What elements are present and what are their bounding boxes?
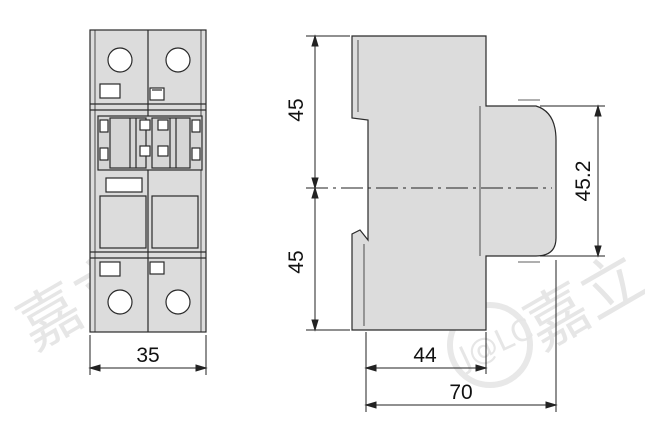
bottom-right-terminal-screw (165, 289, 191, 315)
dim-label-front-face: 45.2 (572, 161, 595, 202)
side-body (351, 35, 557, 331)
upper-left-window (99, 83, 121, 99)
top-right-terminal-screw (165, 47, 191, 73)
top-left-terminal-screw (107, 47, 133, 73)
side-view (351, 35, 557, 331)
lever-indicator (105, 177, 143, 193)
bottom-left-terminal-screw (107, 289, 133, 315)
dim-label-depth-front: 44 (413, 344, 437, 367)
dim-label-width: 35 (136, 344, 159, 367)
lower-left-window (99, 261, 121, 277)
dim-label-height-upper: 45 (285, 98, 308, 121)
lower-right-window (149, 261, 165, 275)
front-view (89, 29, 207, 333)
dim-label-depth-total: 70 (449, 381, 472, 404)
dimension-lines (88, 34, 605, 412)
upper-right-window (149, 87, 165, 101)
dim-label-height-lower: 45 (285, 250, 308, 273)
